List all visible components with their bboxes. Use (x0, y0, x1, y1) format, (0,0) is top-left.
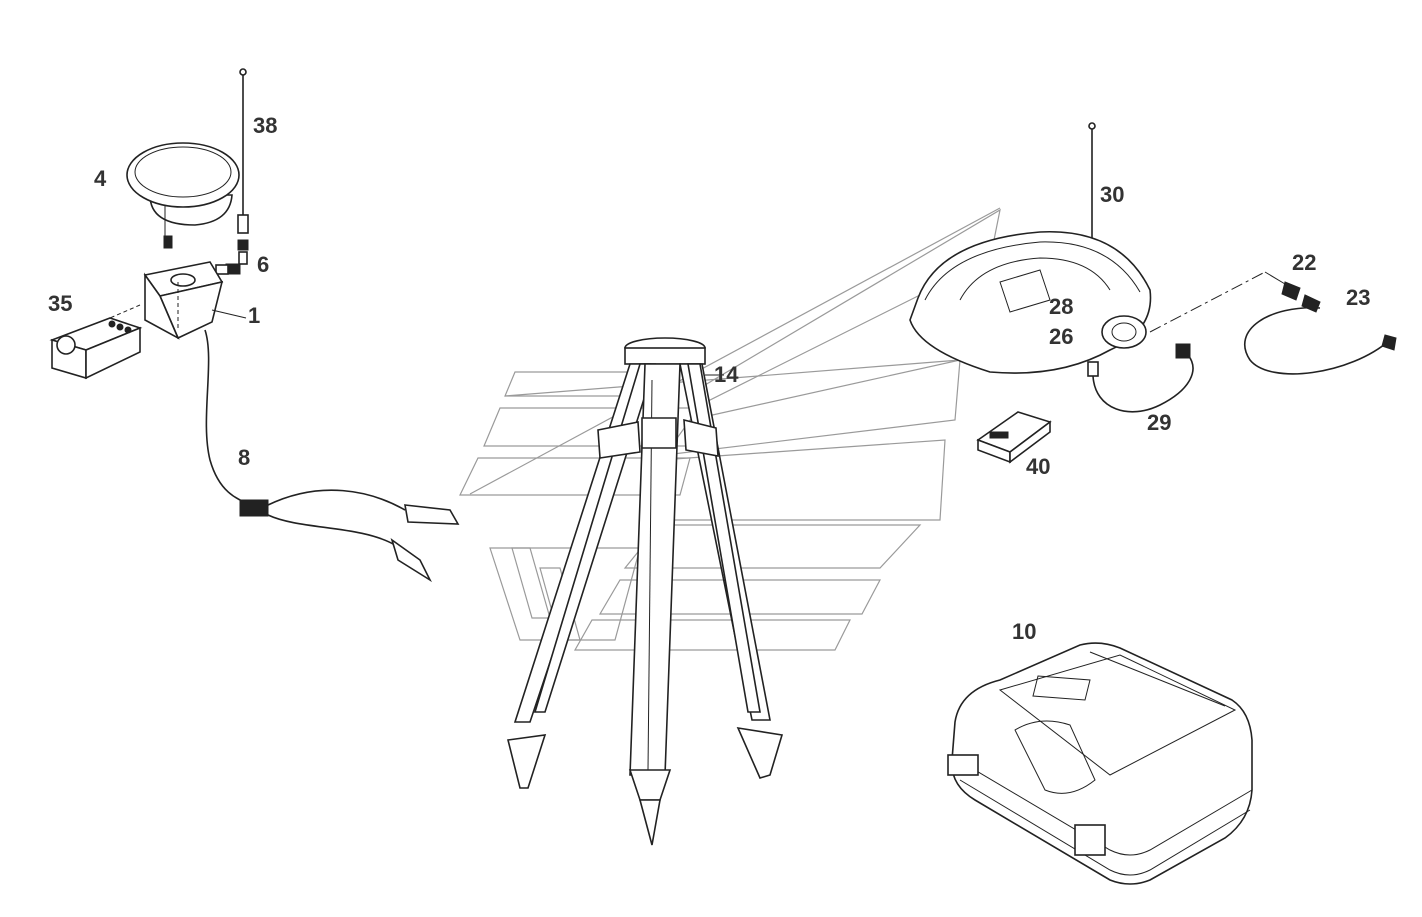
callout-6: 6 (257, 252, 270, 277)
callout-26: 26 (1049, 324, 1074, 349)
battery-35 (49, 304, 143, 380)
callout-23: 23 (1346, 285, 1371, 310)
receiver-housing-1 (143, 261, 247, 340)
callout-10: 10 (1012, 619, 1037, 644)
cable-23 (1243, 294, 1397, 375)
jumper-cable-29 (1087, 271, 1266, 413)
connector-22 (1264, 271, 1301, 301)
callout-38: 38 (253, 113, 278, 138)
carrying-case-10 (947, 642, 1253, 885)
callout-30: 30 (1100, 182, 1125, 207)
callout-8: 8 (238, 445, 251, 470)
gnss-antenna-4 (126, 142, 240, 249)
radio-modem (909, 230, 1152, 374)
callout-1: 1 (248, 303, 261, 328)
power-cable-8 (204, 329, 460, 583)
callout-29: 29 (1147, 410, 1172, 435)
tripod-14 (507, 337, 784, 846)
module-40 (976, 411, 1052, 464)
callout-40: 40 (1026, 454, 1051, 479)
radio-antenna-38 (237, 68, 249, 265)
callout-14: 14 (714, 362, 739, 387)
callout-4: 4 (94, 166, 107, 191)
callout-22: 22 (1292, 250, 1317, 275)
connector-6 (215, 263, 241, 275)
callout-28: 28 (1049, 294, 1074, 319)
callout-35: 35 (48, 291, 73, 316)
